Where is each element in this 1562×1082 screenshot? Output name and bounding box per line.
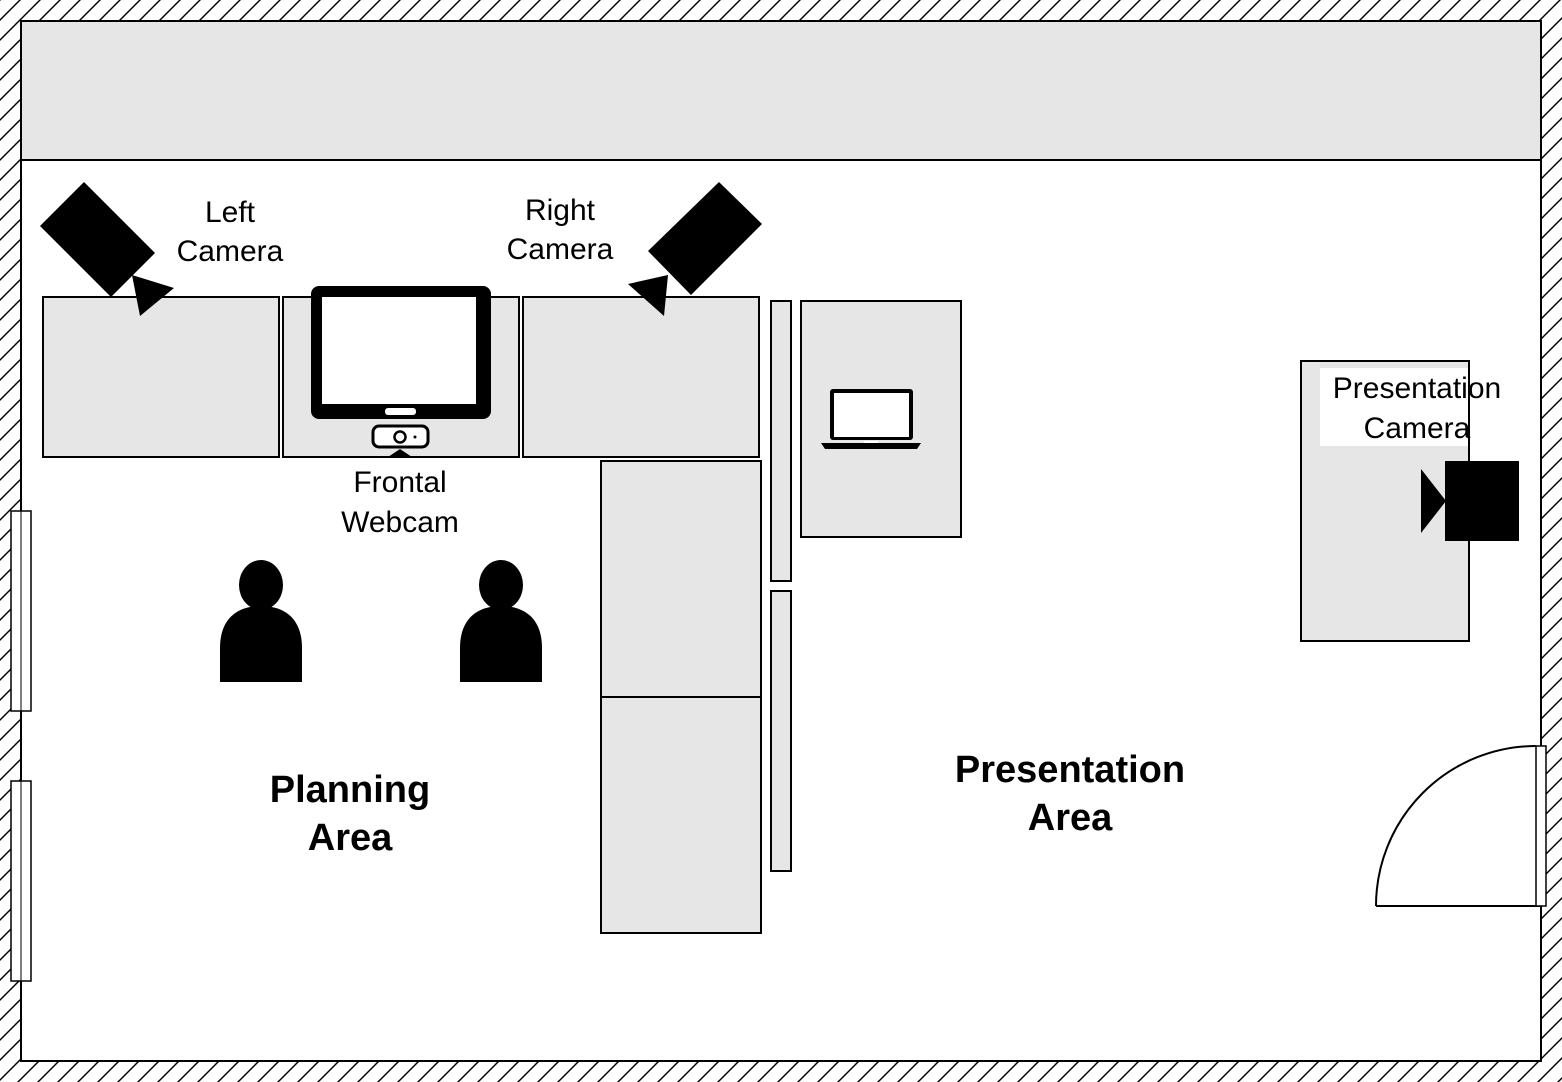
desk-vertical-top	[600, 460, 762, 698]
camera-icon	[1421, 461, 1519, 541]
left-camera-label-line1: Left	[205, 196, 256, 229]
right-camera-label-line2: Camera	[507, 233, 614, 266]
presentation-camera-label-line1: Presentation	[1333, 372, 1501, 405]
window-icon	[10, 510, 32, 712]
person-icon	[220, 560, 302, 682]
laptop-icon	[821, 389, 921, 449]
monitor-icon	[311, 286, 491, 419]
webcam-icon	[371, 424, 430, 457]
door-icon	[1375, 745, 1547, 907]
right-camera-label-line1: Right	[525, 194, 596, 227]
partition-top	[770, 300, 792, 582]
partition-bottom	[770, 590, 792, 872]
left-camera-label-line2: Camera	[177, 235, 284, 268]
frontal-webcam-label-line1: Frontal	[353, 466, 446, 499]
frontal-webcam-label-line2: Webcam	[341, 506, 459, 539]
planning-area-label-line2: Area	[308, 817, 393, 859]
presentation-camera-label-bg	[1320, 368, 1468, 446]
presentation-area-label-line1: Presentation	[955, 749, 1185, 791]
desk-vertical-bottom	[600, 696, 762, 934]
top-counter	[20, 20, 1542, 161]
person-icon	[460, 560, 542, 682]
window-icon	[10, 780, 32, 982]
camera-icon	[628, 182, 762, 316]
camera-icon	[40, 182, 174, 316]
desk-left	[42, 296, 280, 458]
presentation-camera-label-line2: Camera	[1364, 412, 1471, 445]
presentation-area-label-line2: Area	[1028, 797, 1113, 839]
planning-area-label-line1: Planning	[270, 769, 430, 811]
desk-right	[522, 296, 760, 458]
